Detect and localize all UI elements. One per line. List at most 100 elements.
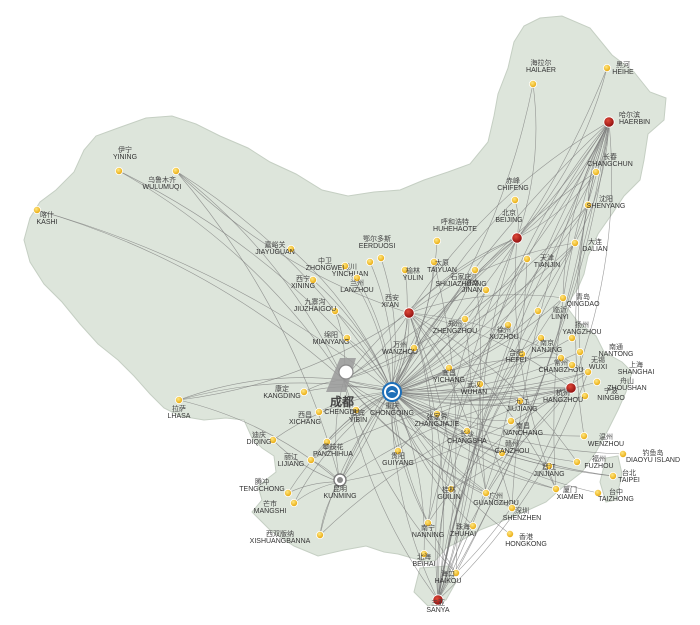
city-dot-ganzhou[interactable] <box>497 448 506 457</box>
city-dot-hefei[interactable] <box>518 349 527 358</box>
city-dot-panzhihua[interactable] <box>322 437 331 446</box>
city-dot-taipei[interactable] <box>609 471 618 480</box>
city-dot-yulin[interactable] <box>400 265 409 274</box>
city-dot-huhehaote[interactable] <box>432 236 441 245</box>
city-dot-yangzhou[interactable] <box>568 333 577 342</box>
city-dot-zhongwei[interactable] <box>340 261 349 270</box>
city-dot-zhuhai[interactable] <box>468 522 477 531</box>
city-dot-jiuzhaigou[interactable] <box>330 306 339 315</box>
city-dot-qingdao[interactable] <box>559 293 568 302</box>
city-dot-yichang[interactable] <box>444 363 453 372</box>
city-dot-tianjin[interactable] <box>523 254 532 263</box>
city-dot-nanjing[interactable] <box>537 333 546 342</box>
city-dot-changzhou[interactable] <box>557 353 566 362</box>
city-dot-wuxi[interactable] <box>568 360 577 369</box>
city-dot-guilin[interactable] <box>446 484 455 493</box>
city-dot-jiayuguan[interactable] <box>286 244 295 253</box>
city-dot-chifeng[interactable] <box>510 195 519 204</box>
hub-dot-hangzhou[interactable] <box>565 382 577 394</box>
city-dot-jiujiang[interactable] <box>516 396 525 405</box>
city-dot-xiamen[interactable] <box>552 484 561 493</box>
city-dot-linyi[interactable] <box>534 306 543 315</box>
city-dot-shenyang[interactable] <box>584 200 593 209</box>
city-dot-fuzhou[interactable] <box>573 457 582 466</box>
city-dot-nanning[interactable] <box>423 519 432 528</box>
city-dot-wenzhou[interactable] <box>580 431 589 440</box>
city-dot-tengchong[interactable] <box>283 488 292 497</box>
city-dot-dalian[interactable] <box>571 238 580 247</box>
hub-dot-xian[interactable] <box>403 307 415 319</box>
city-dot-ningbo[interactable] <box>581 391 590 400</box>
city-dot-diqing[interactable] <box>268 435 277 444</box>
city-dot-zhangjiajie[interactable] <box>432 409 441 418</box>
city-dot-xishuangbanna[interactable] <box>315 531 324 540</box>
city-dot-taiyuan[interactable] <box>429 257 438 266</box>
city-dot-mangshi[interactable] <box>289 498 298 507</box>
city-dot-wulumuqi[interactable] <box>171 166 180 175</box>
city-dot-haikou[interactable] <box>451 569 460 578</box>
city-dot-lhasa[interactable] <box>174 395 183 404</box>
city-dot-xichang[interactable] <box>314 407 323 416</box>
city-dot-taizhong[interactable] <box>594 488 603 497</box>
city-dot-lijiang[interactable] <box>306 455 315 464</box>
city-dot-guangzhou[interactable] <box>481 488 490 497</box>
hub-dot-harbin[interactable] <box>603 116 615 128</box>
city-dot-shijiazhuang[interactable] <box>470 265 479 274</box>
city-dot-yibin[interactable] <box>351 405 360 414</box>
city-dot-eerduosi[interactable] <box>376 253 385 262</box>
city-dot-nantong[interactable] <box>576 347 585 356</box>
city-dot-zhoushan[interactable] <box>593 377 602 386</box>
city-dot-changchun[interactable] <box>592 167 601 176</box>
